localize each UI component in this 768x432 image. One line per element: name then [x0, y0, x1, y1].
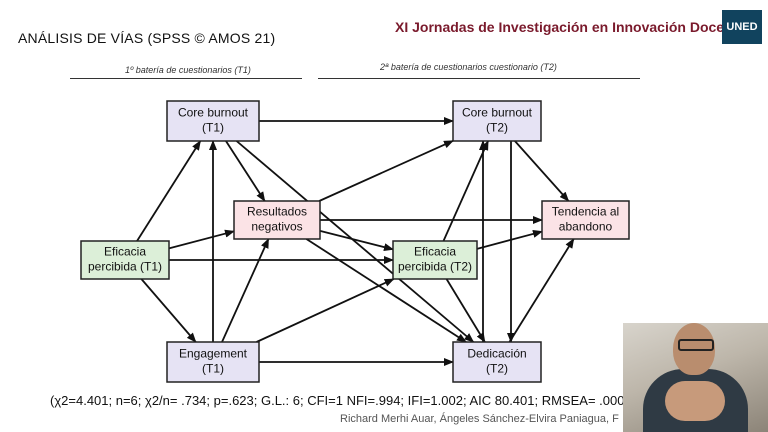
node-label-line: Dedicación	[467, 347, 526, 361]
presenter-glasses	[678, 339, 714, 351]
webcam-video	[623, 323, 768, 432]
t1-header-line	[70, 78, 302, 79]
node-label-line: Eficacia	[104, 245, 146, 259]
node-label-line: (T1)	[202, 121, 224, 135]
fit-statistics: (χ2=4.401; n=6; χ2/n= .734; p=.623; G.L.…	[50, 393, 642, 408]
node-core-t2: Core burnout(T2)	[452, 100, 542, 142]
node-label-line: Tendencia al	[552, 205, 619, 219]
t2-header-label: 2ª batería de cuestionarios cuestionario…	[380, 62, 557, 72]
path-arrow-eficacia_t2-to-dedicacion	[445, 278, 486, 343]
path-arrow-resultados-to-dedicacion	[305, 238, 467, 343]
node-label-line: negativos	[251, 220, 302, 234]
t1-header-label: 1º batería de cuestionarios (T1)	[125, 65, 251, 75]
node-label-line: Eficacia	[414, 245, 456, 259]
path-arrow-eficacia_t1-to-resultados	[168, 229, 235, 250]
path-arrow-core_t2-to-tendencia	[514, 140, 570, 202]
t2-header-line	[318, 78, 640, 79]
node-label-line: Core burnout	[178, 106, 249, 120]
path-arrow-eficacia_t1-to-core_t1	[136, 140, 202, 242]
node-label-line: Core burnout	[462, 106, 533, 120]
node-label-line: percibida (T2)	[398, 260, 472, 274]
path-arrow-eficacia_t2-to-tendencia	[476, 230, 543, 250]
path-arrow-resultados-to-eficacia_t2	[319, 230, 394, 252]
node-label-line: Engagement	[179, 347, 248, 361]
path-arrow-eficacia_t2-to-core_t2	[442, 140, 489, 242]
path-arrow-core_t1-to-dedicacion	[235, 140, 475, 343]
slide-title: ANÁLISIS DE VÍAS (SPSS © AMOS 21)	[18, 30, 276, 46]
authors-footer: Richard Merhi Auar, Ángeles Sánchez-Elvi…	[340, 413, 619, 425]
path-arrow-resultados-to-core_t2	[318, 139, 454, 202]
path-arrow-engagement-to-eficacia_t2	[256, 278, 395, 343]
node-label-line: percibida (T1)	[88, 260, 162, 274]
node-dedicacion: Dedicación(T2)	[452, 341, 542, 383]
node-engagement: Engagement(T1)	[166, 341, 260, 383]
path-arrow-core_t1-to-resultados	[225, 140, 266, 202]
node-label-line: (T2)	[486, 362, 508, 376]
node-label-line: (T1)	[202, 362, 224, 376]
uned-logo: UNED	[722, 10, 762, 44]
conference-title: XI Jornadas de Investigación en Innovaci…	[395, 19, 746, 35]
node-core-t1: Core burnout(T1)	[166, 100, 260, 142]
presenter-hands	[665, 381, 725, 421]
node-label-line: (T2)	[486, 121, 508, 135]
node-label-line: Resultados	[247, 205, 307, 219]
node-label-line: abandono	[559, 220, 613, 234]
path-arrow-engagement-to-resultados	[221, 238, 270, 343]
path-arrow-eficacia_t1-to-engagement	[140, 278, 197, 343]
path-arrow-dedicacion-to-tendencia	[508, 238, 575, 343]
